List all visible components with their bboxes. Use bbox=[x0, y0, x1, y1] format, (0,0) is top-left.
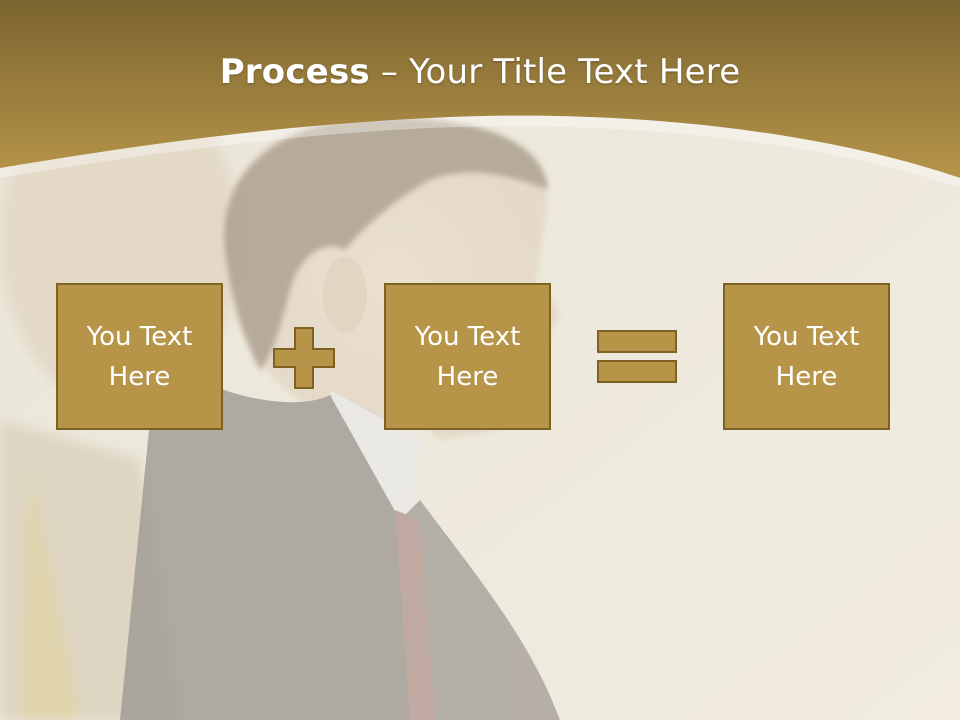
equals-icon bbox=[597, 330, 677, 383]
process-box-3-text: You Text Here bbox=[753, 321, 860, 392]
process-box-1[interactable]: You Text Here bbox=[56, 283, 223, 430]
title-band bbox=[0, 0, 960, 188]
process-box-2[interactable]: You Text Here bbox=[384, 283, 551, 430]
title-bold: Process bbox=[219, 52, 370, 92]
process-box-3[interactable]: You Text Here bbox=[723, 283, 890, 430]
process-box-1-text: You Text Here bbox=[86, 321, 193, 392]
title-rest: – Your Title Text Here bbox=[369, 52, 741, 92]
plus-icon bbox=[273, 327, 335, 389]
slide-title: Process – Your Title Text Here bbox=[0, 52, 960, 92]
process-box-2-text: You Text Here bbox=[414, 321, 521, 392]
